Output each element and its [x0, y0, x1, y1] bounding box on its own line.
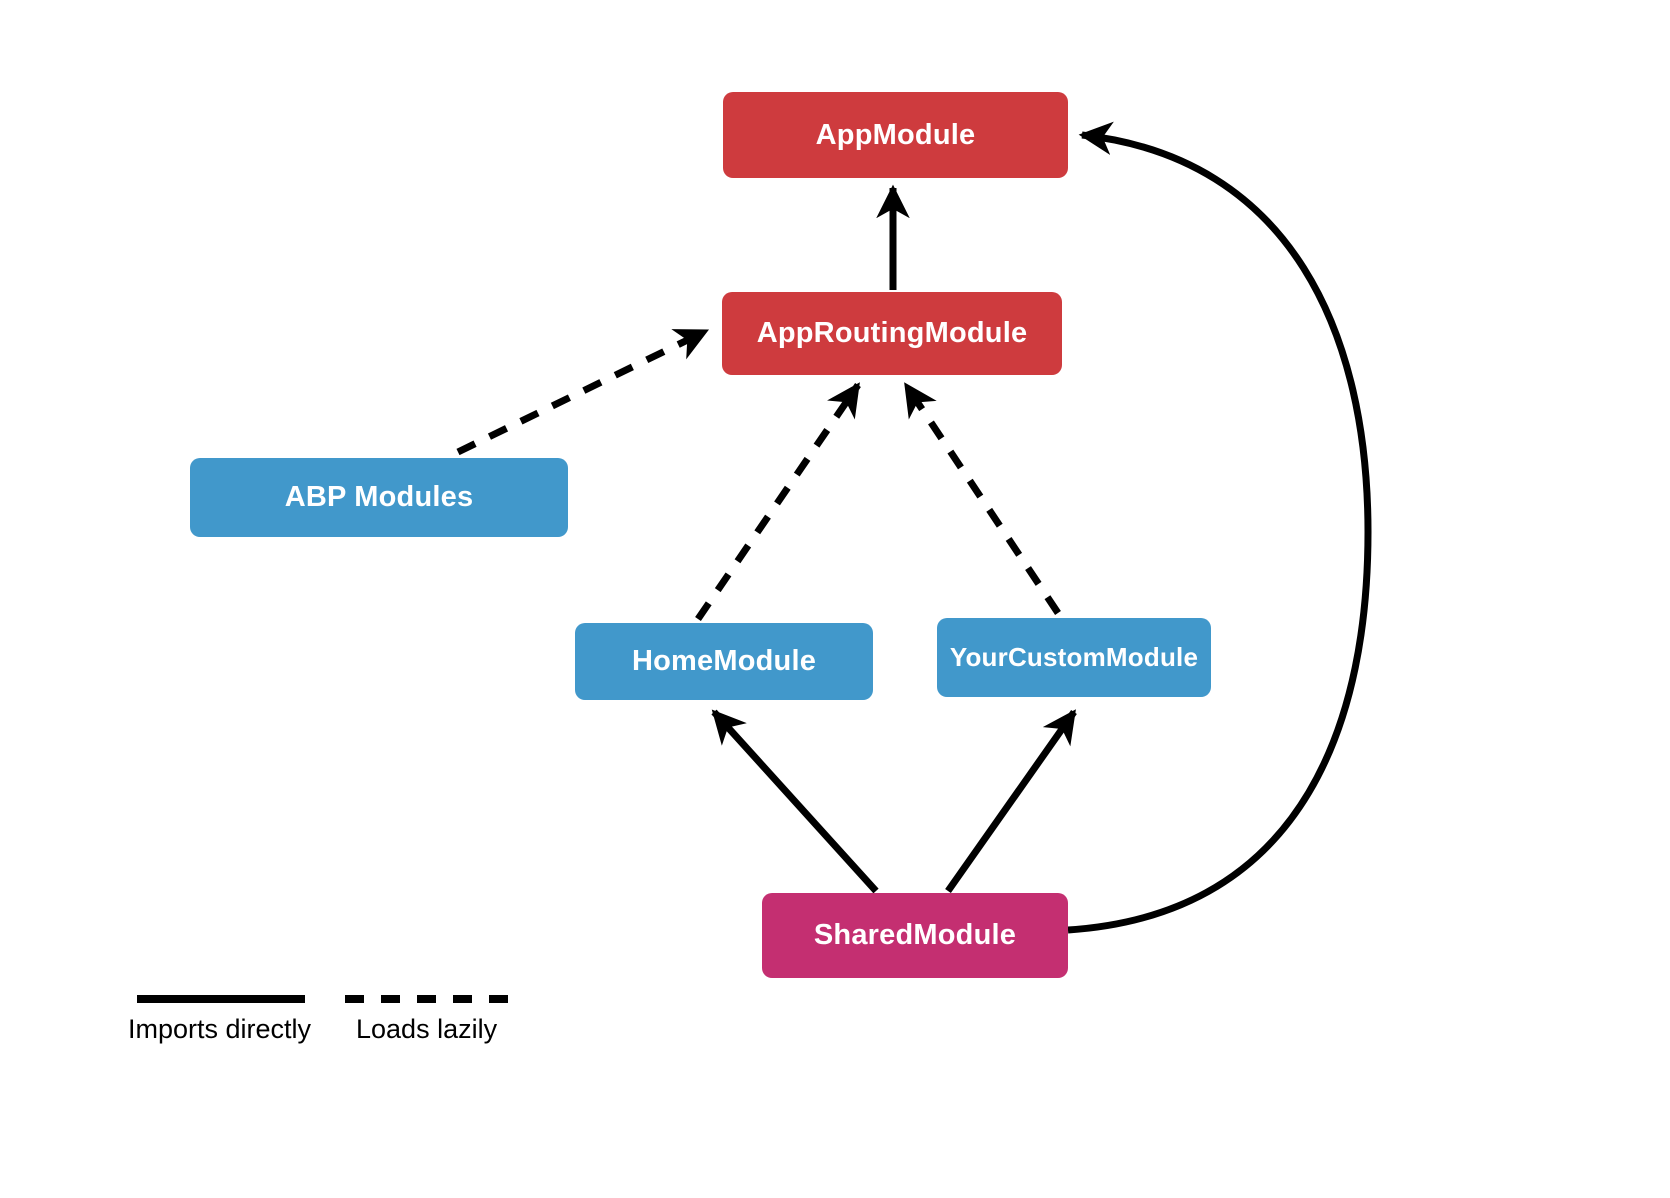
- edge-abpmodules-to-approutingmodule: [456, 327, 710, 456]
- node-app-routing-module: AppRoutingModule: [722, 292, 1062, 375]
- node-home-module: HomeModule: [575, 623, 873, 700]
- node-abp-modules: ABP Modules: [190, 458, 568, 537]
- node-app-module: AppModule: [723, 92, 1068, 178]
- node-home-module-label: HomeModule: [631, 645, 817, 677]
- node-shared-module-label: SharedModule: [813, 919, 1017, 951]
- edge-sharedmodule-to-homemodule: [711, 709, 879, 894]
- edge-sharedmodule-to-appmodule: [1067, 121, 1372, 934]
- node-app-module-label: AppModule: [815, 118, 976, 151]
- edge-sharedmodule-to-yourcustommodule: [945, 709, 1077, 894]
- node-abp-modules-label: ABP Modules: [284, 481, 474, 513]
- node-shared-module: SharedModule: [762, 893, 1068, 978]
- edge-yourcustommodule-to-approutingmodule: [903, 382, 1061, 615]
- edge-homemodule-to-approutingmodule: [695, 382, 861, 621]
- node-your-custom-module: YourCustomModule: [937, 618, 1211, 697]
- node-your-custom-module-label: YourCustomModule: [949, 642, 1199, 672]
- node-app-routing-module-label: AppRoutingModule: [756, 317, 1028, 349]
